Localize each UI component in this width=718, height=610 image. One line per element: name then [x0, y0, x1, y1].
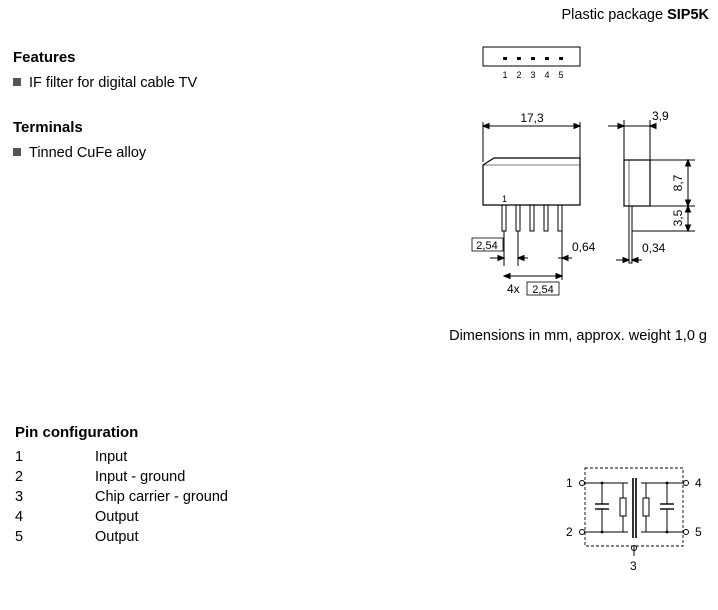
top-pin-label: 1 [502, 70, 507, 80]
top-pin-label: 4 [544, 70, 549, 80]
schematic-label: 1 [566, 476, 573, 490]
bullet-icon [13, 148, 21, 156]
pitch-dimension: 2,54 [476, 240, 497, 252]
pin-number: 4 [15, 509, 24, 525]
lead-width-dimension: 0,64 [572, 240, 596, 254]
top-pin-label: 2 [516, 70, 521, 80]
depth-dimension: 3,9 [652, 109, 669, 123]
pin-description: Output [95, 509, 139, 525]
pin-description: Input - ground [95, 469, 186, 485]
terminals-heading: Terminals [13, 119, 83, 136]
package-prefix: Plastic package [561, 7, 664, 23]
pin-number: 2 [15, 469, 24, 485]
top-pin-label: 3 [530, 70, 535, 80]
schematic-frame [584, 467, 684, 547]
pin-description: Input [95, 449, 128, 465]
package-name: SIP5K [667, 7, 709, 23]
pin1-marker: 1 [502, 194, 507, 204]
top-pin-label: 5 [558, 70, 563, 80]
pin-number: 1 [15, 449, 24, 465]
schematic-label: 5 [695, 525, 702, 539]
pin-configuration-heading: Pin configuration [15, 424, 139, 441]
pin-description: Output [95, 529, 139, 545]
bullet-icon [13, 78, 21, 86]
terminal-4 [683, 480, 689, 486]
terminal-5 [683, 529, 689, 535]
schematic-label: 4 [695, 476, 702, 490]
span-prefix: 4x [507, 282, 520, 296]
terminal-1 [579, 480, 585, 486]
terminal-2 [579, 529, 585, 535]
terminals-item-text: Tinned CuFe alloy [29, 145, 147, 161]
dimensions-note: Dimensions in mm, approx. weight 1,0 g [449, 328, 707, 344]
width-dimension: 17,3 [520, 111, 544, 125]
schematic-label: 3 [630, 559, 637, 573]
schematic-label: 2 [566, 525, 573, 539]
features-item-text: IF filter for digital cable TV [29, 75, 198, 91]
pin-schematic: 1 2 3 4 5 [566, 467, 702, 573]
pin-number: 5 [15, 529, 24, 545]
span-dimension: 2,54 [532, 284, 553, 296]
top-view: 1 2 3 4 5 [482, 46, 581, 80]
side-view: 3,9 8,7 3,5 0,34 [608, 109, 695, 264]
pin-number: 3 [15, 489, 24, 505]
terminals-item: Tinned CuFe alloy [13, 145, 146, 161]
front-view: 17,3 1 2,54 0,64 4x 2,54 [471, 111, 596, 296]
package-drawing: 1 2 3 4 5 17,3 1 2,54 [471, 46, 695, 296]
lead-length-dimension: 3,5 [671, 209, 685, 226]
features-heading: Features [13, 49, 76, 66]
lead-thickness-dimension: 0,34 [642, 241, 666, 255]
height-dimension: 8,7 [671, 174, 685, 191]
pin-description: Chip carrier - ground [95, 489, 228, 505]
features-item: IF filter for digital cable TV [13, 75, 197, 91]
package-title: Plastic package SIP5K [561, 7, 709, 23]
